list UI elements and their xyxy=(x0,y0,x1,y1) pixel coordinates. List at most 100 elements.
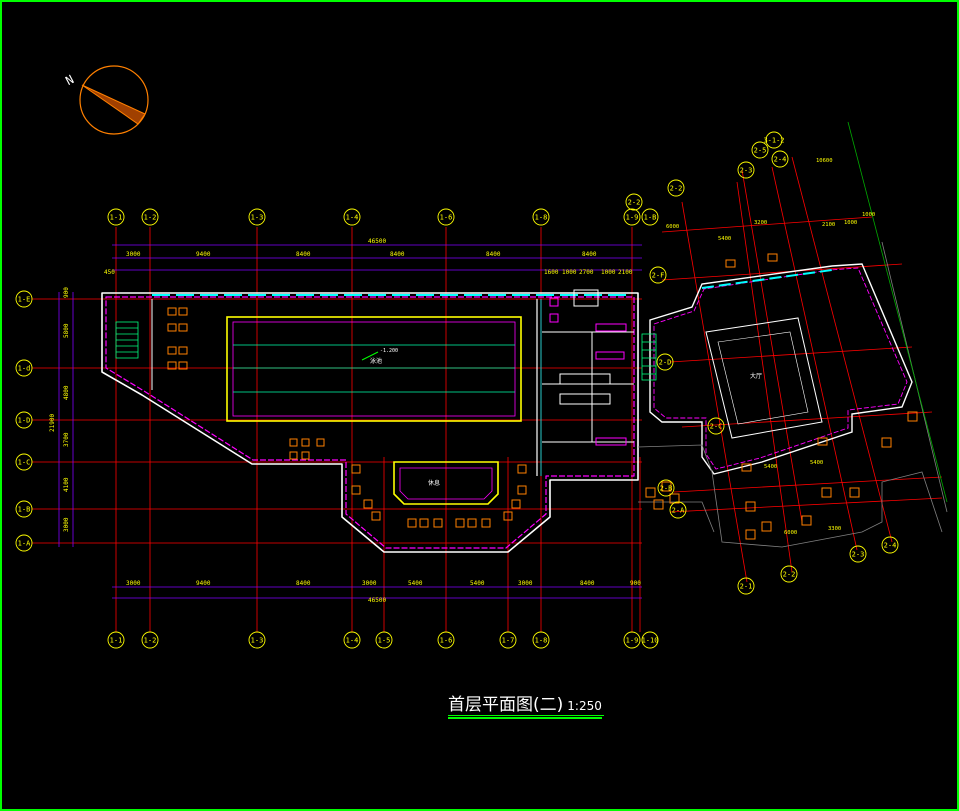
dim-bottom-total: 46500 xyxy=(368,597,386,604)
axis-label: 1-B xyxy=(18,506,31,514)
axis-bubble: 1-d xyxy=(15,359,33,377)
axis-bubble: 1-10 xyxy=(641,631,659,649)
north-label: N xyxy=(63,72,76,88)
axis-label: 2-4 xyxy=(884,542,897,550)
axis-label: 2-4 xyxy=(774,156,787,164)
axis-label: 1-5 xyxy=(378,637,391,645)
axis-bubble: 1-4 xyxy=(343,631,361,649)
axis-bubble: 1-2 xyxy=(141,208,159,226)
wing-dim: 5400 xyxy=(764,464,777,470)
lounge-room: 休息 xyxy=(393,461,499,505)
axis-bubble: 1-1 xyxy=(107,631,125,649)
dim-left: 3000 xyxy=(63,517,70,532)
axis-bubble: 1-1 xyxy=(107,208,125,226)
axis-bubble: 2-3 xyxy=(737,161,755,179)
wing-dim: 1000 xyxy=(844,220,857,226)
wing-dim: 6000 xyxy=(666,224,679,230)
axis-label: 2-2 xyxy=(670,185,683,193)
main-building-walls xyxy=(101,292,639,553)
wing-dim: 1000 xyxy=(862,212,875,218)
axis-label: 1-7 xyxy=(502,637,515,645)
axis-label: 1-3 xyxy=(251,637,264,645)
axis-bubble: 2-4 xyxy=(881,536,899,554)
axis-label: 1-9 xyxy=(626,214,639,222)
dim-left-total: 21900 xyxy=(49,414,56,432)
axis-bubble: 3-1-2 xyxy=(763,131,785,149)
dim-left: 4100 xyxy=(63,477,70,492)
axis-bubble: 1-8 xyxy=(532,631,550,649)
axis-label: 1-B xyxy=(644,214,657,222)
dim-bottom: 8400 xyxy=(580,580,595,587)
axis-label: 1-1 xyxy=(110,214,123,222)
axis-bubble: 1-9 xyxy=(623,631,641,649)
dim-bottom: 5400 xyxy=(470,580,485,587)
dim-left: 900 xyxy=(63,287,70,298)
axis-label: 1-6 xyxy=(440,214,453,222)
drawing-scale: 1:250 xyxy=(567,699,602,713)
axis-label: 1-8 xyxy=(535,214,548,222)
axis-label: 2-5 xyxy=(754,147,767,155)
axis-bubble: 1-2 xyxy=(141,631,159,649)
axis-bubble: 1-9 xyxy=(623,208,641,226)
wing-dim: 6000 xyxy=(784,530,797,536)
dim-top: 9400 xyxy=(196,251,211,258)
axis-label: 1-9 xyxy=(626,637,639,645)
dim-bottom: 3000 xyxy=(362,580,377,587)
room-label-lounge: 休息 xyxy=(428,479,440,487)
axis-label: 2-C xyxy=(710,423,723,431)
axis-label: 1-8 xyxy=(535,637,548,645)
dim-bottom: 900 xyxy=(630,580,641,587)
axis-label: 2-1 xyxy=(740,583,753,591)
furniture xyxy=(167,307,527,528)
axis-bubble: 1-A xyxy=(15,534,33,552)
axis-label: 2-3 xyxy=(852,551,865,559)
axis-bubble: 2-2 xyxy=(667,179,685,197)
site-boundary xyxy=(637,121,948,548)
wing-dim: 2100 xyxy=(822,222,835,228)
wing-dim: 10600 xyxy=(816,158,833,164)
swimming-pool: 泳池 -1.200 xyxy=(226,316,522,422)
axis-label: 1-2 xyxy=(144,214,157,222)
axis-label: 1-10 xyxy=(642,637,659,645)
wing-furniture xyxy=(645,253,918,540)
axis-label: 2-A xyxy=(672,507,685,515)
dim-bottom: 5400 xyxy=(408,580,423,587)
dim-top-detail: 450 xyxy=(104,269,115,276)
restroom-fixtures xyxy=(549,289,627,446)
axis-bubble: 2-1 xyxy=(737,577,755,595)
dimension-lines xyxy=(58,244,642,599)
dim-top: 8400 xyxy=(296,251,311,258)
room-label-hall: 大厅 xyxy=(750,372,762,380)
axis-bubble: 1-8 xyxy=(532,208,550,226)
axis-label: 2-B xyxy=(660,485,673,493)
axis-bubble: 2-A xyxy=(669,501,687,519)
axis-bubble: 2-B xyxy=(657,479,675,497)
axis-label: 1-4 xyxy=(346,637,359,645)
axis-label: 2-2 xyxy=(628,199,641,207)
dim-top: 8400 xyxy=(486,251,501,258)
room-label-pool: 泳池 xyxy=(370,357,382,365)
axis-label: 2-F xyxy=(652,272,665,280)
title-underline xyxy=(448,715,604,716)
axis-label: 1-D xyxy=(18,417,31,425)
axis-bubble: 1-D xyxy=(15,411,33,429)
axis-bubble: 2-4 xyxy=(771,150,789,168)
axis-bubble: 1-7 xyxy=(499,631,517,649)
drawing-title-text: 首层平面图(二) xyxy=(448,695,564,715)
level-mark: -1.200 xyxy=(380,348,398,354)
axis-bubble: 1-6 xyxy=(437,631,455,649)
stair xyxy=(115,321,139,359)
axis-bubble: 2-5 xyxy=(751,141,769,159)
axis-label: 1-3 xyxy=(251,214,264,222)
wing-dim: 3300 xyxy=(828,526,841,532)
dim-top-detail: 1000 xyxy=(601,269,616,276)
dim-top-detail: 1600 xyxy=(544,269,559,276)
dim-top: 3000 xyxy=(126,251,141,258)
axis-bubble: 2-D xyxy=(656,353,674,371)
dim-top-total: 46500 xyxy=(368,238,386,245)
axis-label: 2-3 xyxy=(740,167,753,175)
axis-label: 1-6 xyxy=(440,637,453,645)
